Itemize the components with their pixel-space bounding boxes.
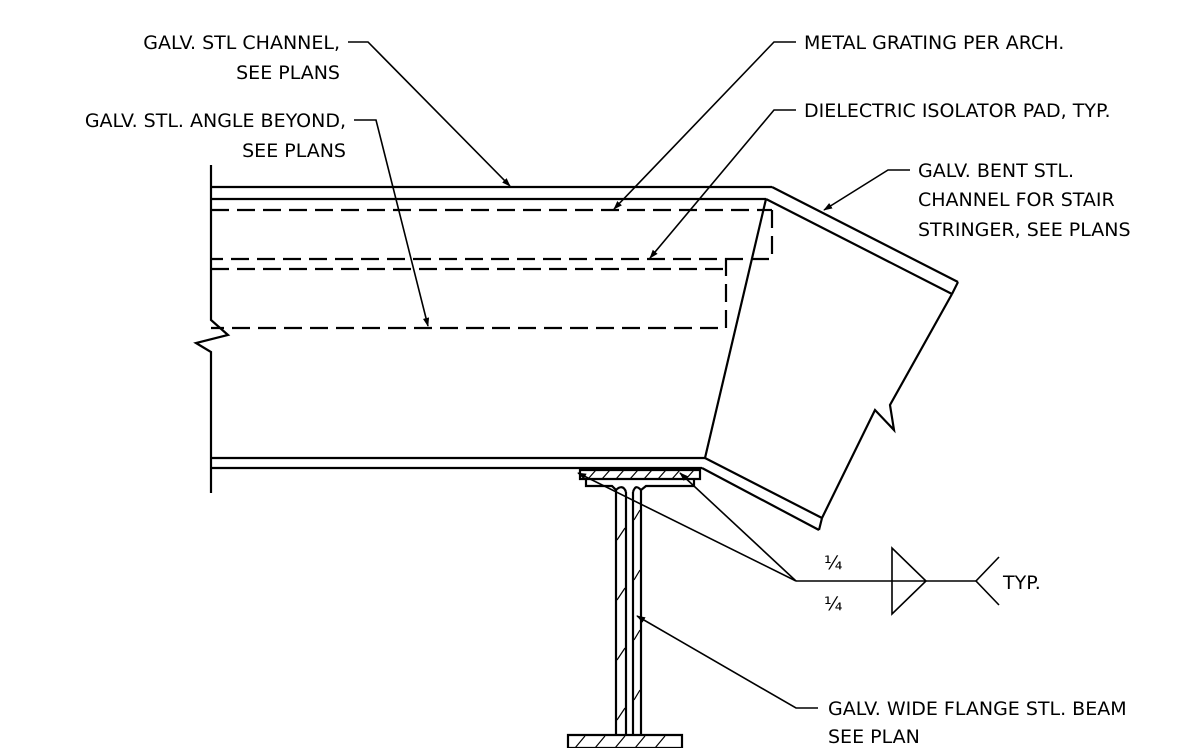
channel-label-line1: GALV. STL CHANNEL, [143,32,340,54]
leader-weld [577,472,797,582]
bent-label-line1: GALV. BENT STL. [918,160,1074,182]
weld-tail-note: TYP. [1002,572,1041,594]
channel-end-line [703,198,768,459]
leader-channel [348,41,511,187]
wide-flange-beam [566,468,702,748]
leader-grating [613,41,796,210]
bent-stringer-top [765,186,959,295]
hidden-lines [211,208,774,330]
leader-beam [636,615,818,709]
isolator-label: DIELECTRIC ISOLATOR PAD, TYP. [804,100,1110,122]
weld-size-bottom: ¼ [824,593,842,615]
bottom-channel [211,456,705,470]
bent-stringer-bottom [701,293,953,531]
left-break-line [193,165,231,493]
channel-label-line2: SEE PLANS [236,62,340,84]
leader-isolator [649,109,796,259]
top-channel [211,185,772,201]
leader-bent [823,169,910,211]
leader-angle [354,119,430,327]
beam-label-line2: SEE PLAN [828,726,920,748]
bent-label-line3: STRINGER, SEE PLANS [918,219,1131,241]
weld-symbol: ¼ ¼ TYP. [796,546,1041,616]
grating-label: METAL GRATING PER ARCH. [804,32,1064,54]
beam-label-line1: GALV. WIDE FLANGE STL. BEAM [828,698,1127,720]
weld-size-top: ¼ [824,552,842,574]
angle-label-line1: GALV. STL. ANGLE BEYOND, [85,110,346,132]
angle-label-line2: SEE PLANS [242,140,346,162]
bent-label-line2: CHANNEL FOR STAIR [918,189,1115,211]
